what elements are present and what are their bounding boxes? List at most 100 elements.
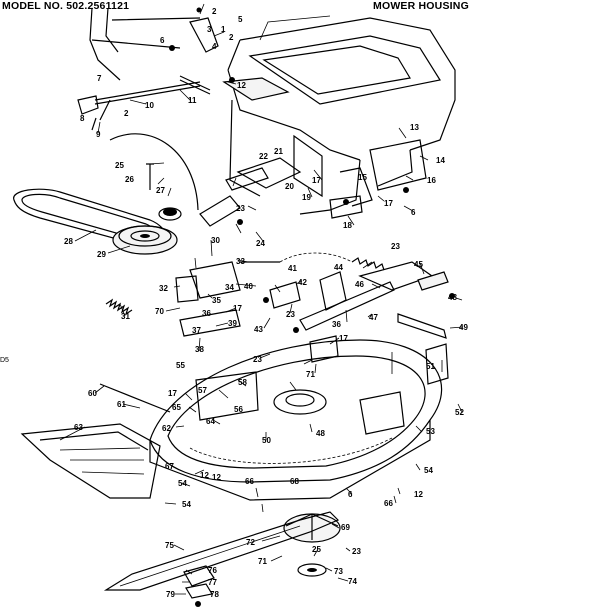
callout-c29: 25	[115, 161, 124, 170]
callout-c70: 65	[172, 403, 181, 412]
callout-c46: 40	[244, 282, 253, 291]
callout-c32: 28	[64, 237, 73, 246]
engine-pulley	[112, 225, 178, 255]
side-reference: D5	[0, 357, 9, 364]
callout-c76: 48	[316, 429, 325, 438]
callout-c19: 17	[384, 199, 393, 208]
frame-structure	[89, 7, 456, 215]
callout-c2: 3	[207, 25, 212, 34]
callout-c48: 42	[298, 278, 307, 287]
callout-c35: 31	[121, 312, 130, 321]
discharge-chute	[20, 383, 171, 499]
callout-c37: 33	[236, 257, 245, 266]
callout-c23: 20	[285, 182, 294, 191]
callout-c14: 2	[124, 109, 129, 118]
callout-c91: 75	[165, 541, 174, 550]
callout-c36: 32	[159, 284, 168, 293]
callout-c57: 23	[253, 355, 262, 364]
callout-c33: 29	[97, 250, 106, 259]
callout-c65: 61	[117, 400, 126, 409]
callout-c93: 77	[208, 578, 217, 587]
callout-c41: 36	[202, 309, 211, 318]
mid-brackets	[175, 167, 455, 385]
callout-c13: 9	[96, 130, 101, 139]
callout-c96: 6	[348, 490, 353, 499]
model-number: MODEL NO. 502.2561121	[2, 0, 130, 12]
cutting-blade	[103, 511, 340, 591]
callout-c84: 69	[341, 523, 350, 532]
callout-c89: 73	[334, 567, 343, 576]
callout-c11: 11	[188, 96, 197, 105]
callout-c34: 30	[211, 236, 220, 245]
callout-c18: 16	[427, 176, 436, 185]
callout-c40: 17	[233, 304, 242, 313]
callout-c81: 68	[290, 477, 299, 486]
callout-c17: 15	[358, 173, 367, 182]
leader-lines	[59, 81, 464, 595]
callout-c15: 13	[410, 123, 419, 132]
callout-c63: 71	[306, 370, 315, 379]
callout-c95: 79	[166, 590, 175, 599]
callout-c21: 18	[343, 221, 352, 230]
callout-c16: 14	[436, 156, 445, 165]
section-title: MOWER HOUSING	[373, 0, 469, 12]
callout-c47: 41	[288, 264, 297, 273]
callout-c75: 53	[426, 427, 435, 436]
callout-c45: 70	[155, 307, 164, 316]
callout-c12: 12	[237, 81, 246, 90]
callout-c49: 43	[254, 325, 263, 334]
callout-c86: 71	[258, 557, 267, 566]
callout-c77: 50	[262, 436, 271, 445]
callout-c31: 27	[156, 186, 165, 195]
callout-c56: 49	[459, 323, 468, 332]
callout-c38: 34	[225, 283, 234, 292]
mower-deck	[149, 339, 443, 501]
callout-c73: 63	[74, 423, 83, 432]
callout-c1: 2	[212, 7, 217, 16]
callout-c64: 60	[88, 389, 97, 398]
callout-c7: 6	[160, 36, 165, 45]
callout-c87: 25	[312, 545, 321, 554]
callout-c6: 5	[238, 15, 243, 24]
callout-c59: 17	[339, 334, 348, 343]
callout-c100: 54	[182, 500, 191, 509]
callout-c74: 52	[455, 408, 464, 417]
callout-c9: 8	[80, 114, 85, 123]
callout-c62: 51	[426, 362, 435, 371]
callout-c80: 54	[424, 466, 433, 475]
callout-c99: 12	[212, 473, 221, 482]
callout-c30: 26	[125, 175, 134, 184]
callout-c53: 23	[286, 310, 295, 319]
callout-c52: 46	[355, 280, 364, 289]
callout-c69: 17	[168, 389, 177, 398]
callout-c68: 56	[234, 405, 243, 414]
callout-c82: 54	[178, 479, 187, 488]
callout-c98: 66	[384, 499, 393, 508]
callout-c97: 12	[414, 490, 423, 499]
callout-c58: 36	[332, 320, 341, 329]
callout-c78: 67	[165, 462, 174, 471]
callout-c8: 7	[97, 74, 102, 83]
blade-adapter	[183, 565, 215, 607]
callout-labels: 2 3 1 2 4 5 6 7 8 10 11 12 9 2 13 14 15 …	[64, 7, 468, 599]
idler-pulley	[146, 163, 182, 221]
callout-c60: 55	[176, 361, 185, 370]
callout-c66: 58	[238, 378, 247, 387]
callout-c50: 44	[334, 263, 343, 272]
callout-c72: 62	[162, 424, 171, 433]
callout-c26: 17	[312, 176, 321, 185]
callout-c39: 35	[212, 296, 221, 305]
callout-c25: 22	[259, 152, 268, 161]
callout-c55: 48	[448, 293, 457, 302]
callout-c79: 12	[200, 471, 209, 480]
callout-c61: 23	[391, 242, 400, 251]
callout-c4: 2	[229, 33, 234, 42]
callout-c71: 64	[206, 417, 215, 426]
callout-c92: 76	[208, 566, 217, 575]
linkage-assembly	[77, 3, 235, 131]
callout-c22: 19	[302, 193, 311, 202]
callout-c24: 21	[274, 147, 283, 156]
callout-c27: 23	[236, 204, 245, 213]
callout-c51: 45	[414, 260, 423, 269]
